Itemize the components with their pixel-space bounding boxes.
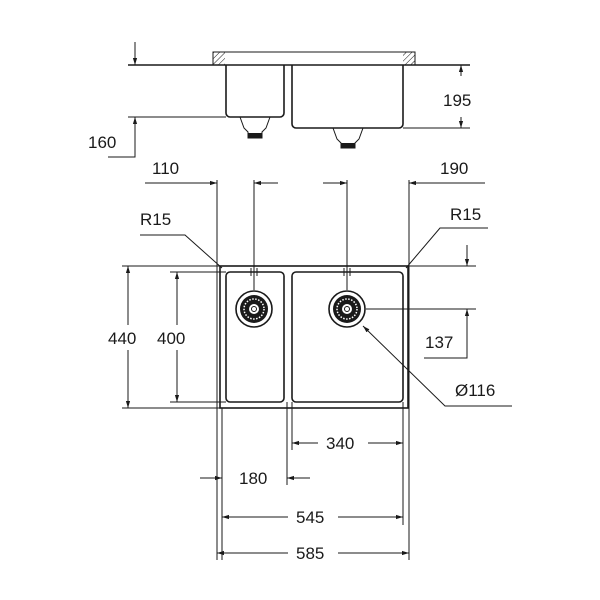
dim-diameter: Ø116	[455, 381, 495, 400]
small-bowl	[225, 271, 285, 403]
dim-190: 190	[440, 159, 468, 178]
dim-400: 400	[157, 329, 185, 348]
dim-160: 160	[88, 133, 116, 152]
large-drain	[328, 290, 366, 328]
small-drain	[235, 290, 273, 328]
large-bowl-side	[291, 65, 404, 129]
dim-440: 440	[108, 329, 136, 348]
hatch-left	[213, 52, 225, 65]
dim-585: 585	[296, 544, 324, 563]
dim-180: 180	[239, 469, 267, 488]
dim-110: 110	[152, 159, 179, 178]
dim-545: 545	[296, 508, 324, 527]
radius-right: R15	[450, 205, 481, 224]
rim	[212, 51, 416, 66]
hatch-right	[403, 52, 415, 65]
dim-340: 340	[326, 434, 354, 453]
radius-left: R15	[140, 210, 171, 229]
dim-137: 137	[425, 333, 453, 352]
small-bowl-side	[225, 65, 285, 118]
dim-195: 195	[443, 91, 471, 110]
top-view: 110 190 R15 R15 440 400 137 Ø116 340 18	[108, 159, 512, 563]
side-view: 160 195	[88, 42, 471, 158]
outer-outline	[219, 265, 409, 409]
